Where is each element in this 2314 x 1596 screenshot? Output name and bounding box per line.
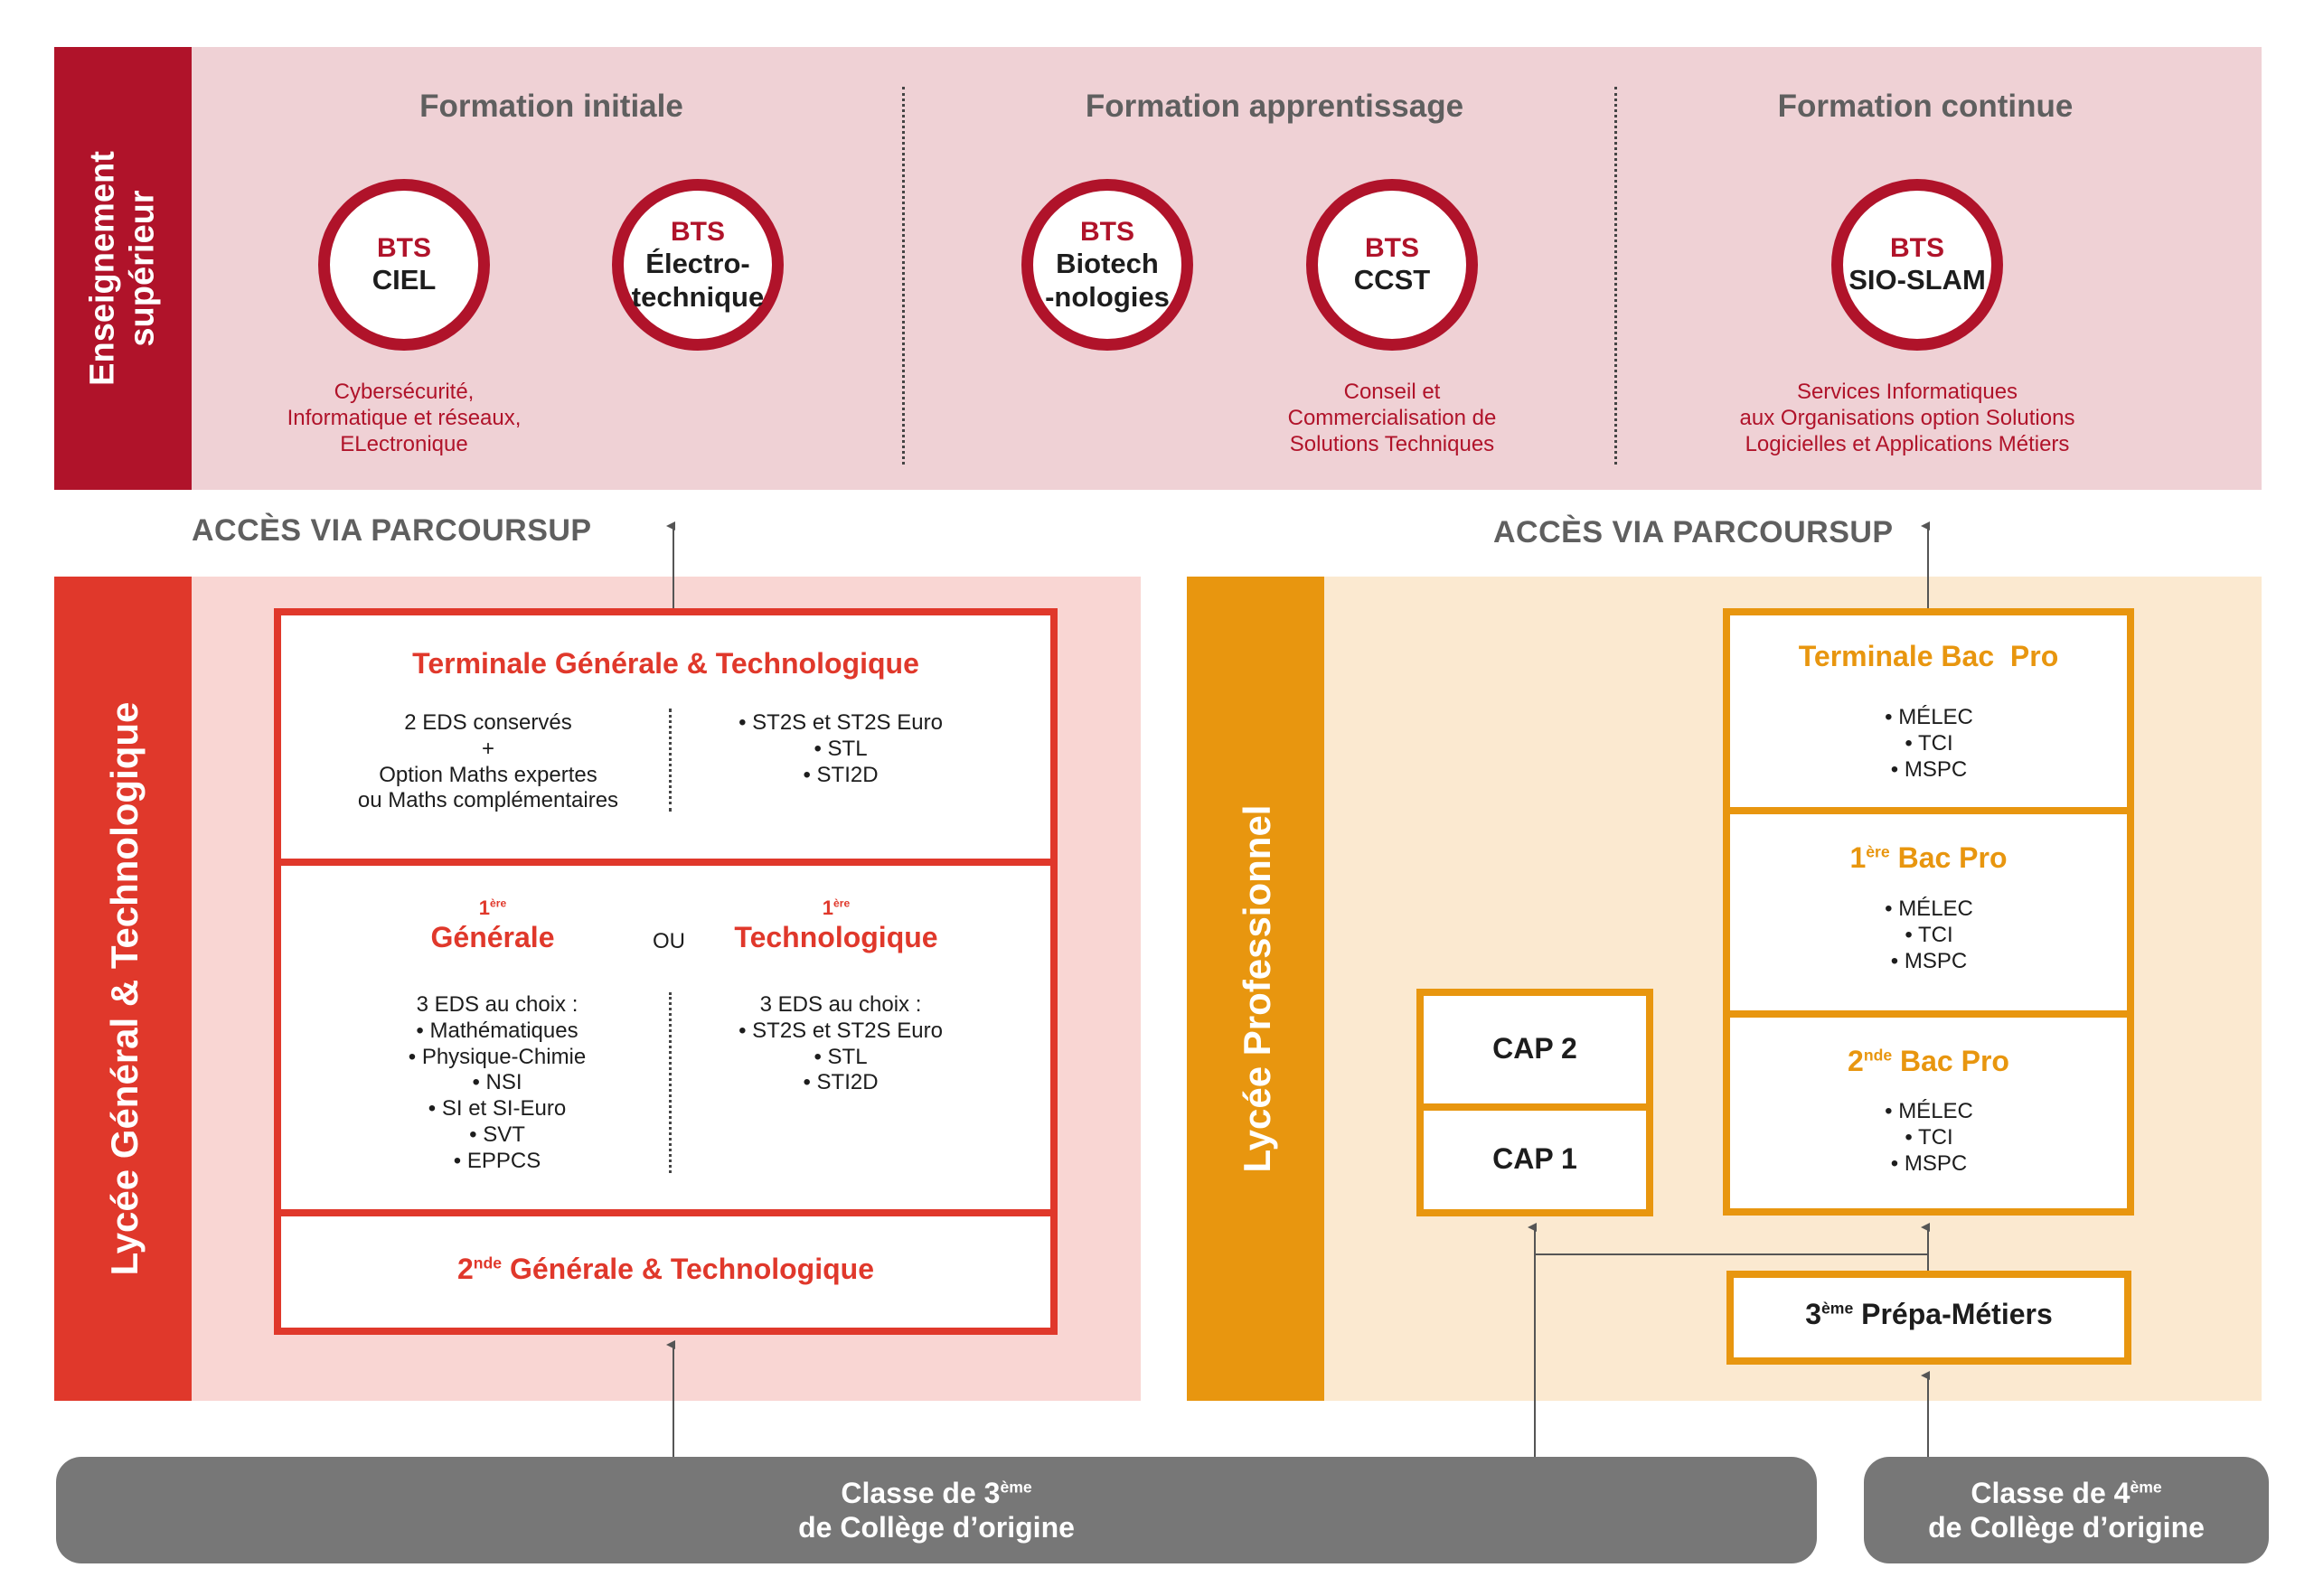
college-4eme-line1: Classe de 4ème <box>1971 1476 2162 1509</box>
section-title-apprentissage: Formation apprentissage <box>1085 89 1464 124</box>
terminale-gt-title: Terminale Générale & Technologique <box>412 647 919 680</box>
list-item: MSPC <box>1793 949 2065 975</box>
list-item: EPPCS <box>362 1149 633 1175</box>
list-item: STL <box>705 1045 976 1071</box>
section-title-initiale: Formation initiale <box>419 89 683 124</box>
acces-parcoursup-left: ACCÈS VIA PARCOURSUP <box>192 513 592 548</box>
seconde-bac-pro-list: MÉLEC TCI MSPC <box>1793 1099 2065 1177</box>
cap-block <box>1416 989 1653 1216</box>
college-3eme-bar: Classe de 3ème de Collège d’origine <box>56 1457 1817 1563</box>
premiere-bac-pro-list: MÉLEC TCI MSPC <box>1793 897 2065 974</box>
list-item: SVT <box>362 1122 633 1149</box>
list-item: STI2D <box>705 1070 976 1096</box>
cap-1-label: CAP 1 <box>1492 1142 1577 1175</box>
cap-divider <box>1416 1103 1653 1111</box>
terminale-gt-dotted-divider <box>669 709 672 812</box>
seconde-bac-pro-title: 2nde Bac Pro <box>1848 1045 2009 1077</box>
section-divider <box>902 87 905 465</box>
premiere-dotted-divider <box>669 992 672 1173</box>
premiere-generale-list: 3 EDS au choix : Mathématiques Physique-… <box>362 992 633 1175</box>
section-divider <box>1614 87 1617 465</box>
superieur-side-bar <box>54 47 192 490</box>
premiere-generale-title: 1ère Générale <box>430 897 555 954</box>
college-4eme-bar: Classe de 4ème de Collège d’origine <box>1864 1457 2269 1563</box>
premiere-ou-label: OU <box>653 929 685 953</box>
lycee-gt-side-bar <box>54 577 192 1401</box>
prepa-metiers-block <box>1726 1271 2131 1365</box>
list-item: NSI <box>362 1070 633 1096</box>
list-item: MSPC <box>1793 757 2065 784</box>
prepa-metiers-label: 3ème Prépa-Métiers <box>1805 1298 2053 1330</box>
list-item: TCI <box>1793 731 2065 757</box>
list-item: MÉLEC <box>1793 897 2065 923</box>
list-item: TCI <box>1793 1125 2065 1151</box>
lycee-gt-divider <box>274 1209 1058 1216</box>
list-item: STI2D <box>705 763 976 789</box>
lycee-gt-divider <box>274 859 1058 866</box>
college-4eme-line2: de Collège d’origine <box>1928 1511 2205 1544</box>
list-item: MÉLEC <box>1793 705 2065 731</box>
bac-pro-divider <box>1723 807 2134 814</box>
bac-pro-divider <box>1723 1010 2134 1018</box>
premiere-technologique-list: 3 EDS au choix : ST2S et ST2S Euro STL S… <box>705 992 976 1096</box>
premiere-technologique-title: 1ère Technologique <box>734 897 938 954</box>
list-item: TCI <box>1793 923 2065 949</box>
section-title-continue: Formation continue <box>1777 89 2074 124</box>
college-3eme-line2: de Collège d’origine <box>798 1511 1075 1544</box>
acces-parcoursup-right: ACCÈS VIA PARCOURSUP <box>1493 515 1894 549</box>
terminale-gt-right-list: ST2S et ST2S Euro STL STI2D <box>705 710 976 788</box>
list-item: SI et SI-Euro <box>362 1096 633 1122</box>
bts-ciel-description: Cybersécurité, Informatique et réseaux, … <box>287 380 522 456</box>
seconde-gt-title: 2nde Générale & Technologique <box>457 1253 874 1285</box>
list-item: STL <box>705 737 976 763</box>
bts-sio-slam-description: Services Informatiques aux Organisations… <box>1739 380 2075 456</box>
list-item: MSPC <box>1793 1151 2065 1178</box>
list-item: ST2S et ST2S Euro <box>705 710 976 737</box>
terminale-bac-pro-title: Terminale Bac Pro <box>1798 640 2059 672</box>
list-item: MÉLEC <box>1793 1099 2065 1125</box>
terminale-bac-pro-list: MÉLEC TCI MSPC <box>1793 705 2065 783</box>
bts-ccst-description: Conseil et Commercialisation de Solution… <box>1287 380 1497 456</box>
terminale-gt-left-text: 2 EDS conservés + Option Maths expertes … <box>357 710 619 813</box>
lycee-pro-side-bar <box>1187 577 1324 1401</box>
list-item: Physique-Chimie <box>362 1045 633 1071</box>
list-item: Mathématiques <box>362 1019 633 1045</box>
list-item: ST2S et ST2S Euro <box>705 1019 976 1045</box>
college-3eme-line1: Classe de 3ème <box>841 1476 1032 1509</box>
cap-2-label: CAP 2 <box>1492 1032 1577 1065</box>
premiere-bac-pro-title: 1ère Bac Pro <box>1849 841 2008 874</box>
